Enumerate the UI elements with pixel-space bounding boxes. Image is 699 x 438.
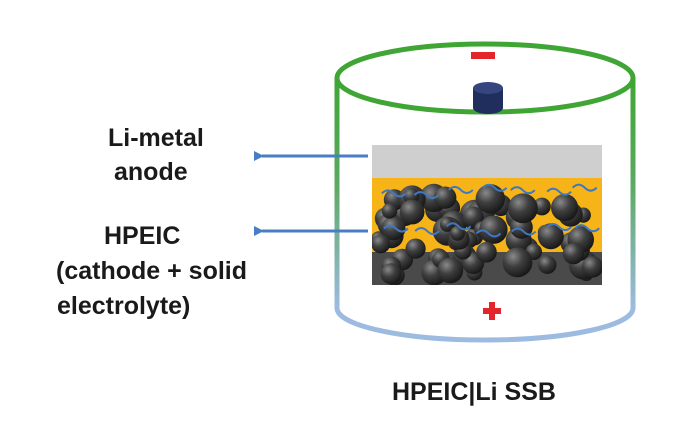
cathode-particle	[372, 234, 391, 254]
cathode-particle	[450, 226, 465, 241]
cathode-particle	[581, 256, 602, 278]
terminal-cap-body	[473, 88, 503, 114]
negative-sign-icon	[471, 52, 495, 59]
can-bottom-rim	[334, 307, 636, 343]
battery-caption: HPEIC|Li SSB	[392, 378, 556, 406]
polymer-chain	[546, 223, 572, 232]
cathode-label-line2: (cathode + solid	[56, 257, 248, 285]
polymer-chain	[510, 227, 537, 236]
cathode-particle	[551, 194, 579, 222]
polymer-chain	[445, 222, 472, 231]
cathode-particle	[476, 241, 497, 263]
polymer-chain	[475, 229, 502, 238]
polymer-chain	[413, 191, 440, 200]
cathode-particle	[475, 184, 505, 214]
cathode-particle	[562, 243, 585, 265]
cathode-particle	[538, 255, 557, 274]
polymer-chain	[571, 183, 598, 192]
negative-terminal	[471, 52, 503, 114]
polymer-chain	[383, 224, 409, 233]
cathode-particle	[479, 215, 508, 244]
can-side-walls	[334, 78, 636, 308]
polymer-chain	[381, 189, 407, 198]
polymer-chain	[414, 227, 440, 236]
positive-sign-icon	[483, 302, 501, 320]
cathode-particle	[437, 257, 464, 284]
polymer-chains	[381, 183, 600, 238]
cathode-particle	[508, 193, 538, 224]
li-metal-layer	[372, 145, 602, 178]
polymer-chain	[510, 186, 536, 195]
anode-label-line2: anode	[114, 158, 188, 186]
polymer-chain	[481, 183, 508, 192]
polymer-chain	[448, 185, 474, 194]
cathode-particle	[381, 203, 398, 219]
cell-layer-stack	[372, 145, 602, 285]
cathode-particle	[380, 263, 402, 285]
cathode-particle	[434, 186, 457, 209]
cathode-label-line3: electrolyte)	[57, 292, 191, 320]
polymer-chain	[574, 224, 600, 233]
cathode-particle	[537, 223, 564, 250]
terminal-cap-top	[473, 82, 503, 94]
cathode-particle	[405, 238, 426, 259]
cathode-particle	[381, 216, 406, 241]
polymer-chain	[546, 187, 572, 196]
cathode-label-line1: HPEIC	[104, 222, 181, 250]
cathode-particle	[502, 247, 533, 278]
anode-label-line1: Li-metal	[108, 124, 204, 152]
cathode-particle	[399, 199, 425, 225]
